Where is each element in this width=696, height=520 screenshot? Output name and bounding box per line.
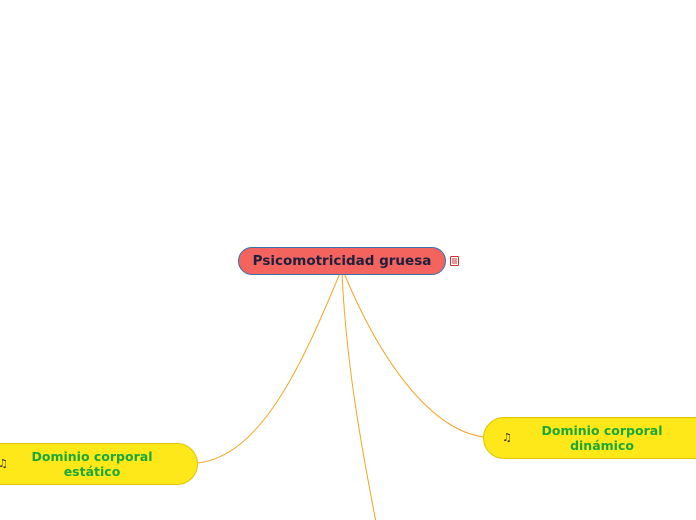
music-note-icon: ♫ xyxy=(0,457,8,470)
central-topic-node[interactable]: Psicomotricidad gruesa xyxy=(238,247,446,275)
subtopic-node-dominio-dinamico[interactable]: ♫ Dominio corporal dinámico xyxy=(483,417,696,459)
notes-list-icon[interactable] xyxy=(450,256,459,266)
music-note-icon: ♫ xyxy=(502,431,512,444)
central-topic-label: Psicomotricidad gruesa xyxy=(252,252,432,269)
subtopic-label: Dominio corporal estático xyxy=(31,449,153,479)
connector-to-right-child xyxy=(343,272,485,438)
connector-to-left-child xyxy=(197,272,341,464)
connector-to-offscreen-child xyxy=(341,272,377,520)
subtopic-node-dominio-estatico[interactable]: ♫ Dominio corporal estático xyxy=(0,443,198,485)
subtopic-label: Dominio corporal dinámico xyxy=(541,423,663,453)
